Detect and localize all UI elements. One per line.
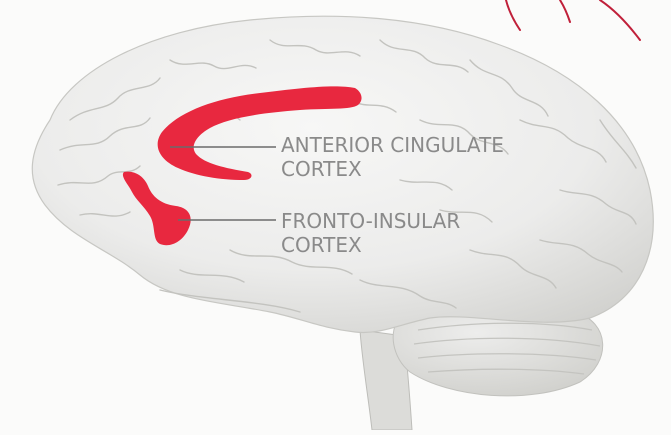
corner-sketch-marks bbox=[506, 0, 640, 40]
anterior-cingulate-label: ANTERIOR CINGULATE CORTEX bbox=[281, 133, 504, 181]
fronto-insular-label: FRONTO-INSULAR CORTEX bbox=[281, 209, 460, 257]
fronto-insular-label-line-2: CORTEX bbox=[281, 233, 460, 257]
anterior-cingulate-label-line-1: ANTERIOR CINGULATE bbox=[281, 133, 504, 157]
fronto-insular-label-line-1: FRONTO-INSULAR bbox=[281, 209, 460, 233]
anterior-cingulate-label-line-2: CORTEX bbox=[281, 157, 504, 181]
